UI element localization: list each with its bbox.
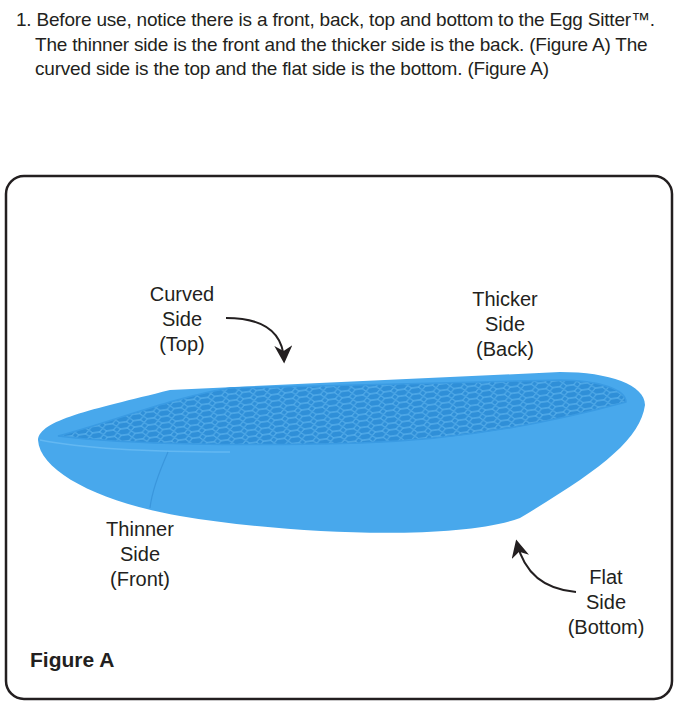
leader-arrow [517,543,576,592]
part-label-holder: Curved Side (Top) [150,282,214,357]
part-label-holder: Thinner Side (Front) [106,517,174,592]
part-label: Curved Side (Top) [150,282,214,357]
part-label-holder: Flat Side (Bottom) [568,565,645,640]
instruction-text: 1. Before use, notice there is a front, … [16,8,666,82]
cushion-top-surface [58,380,626,445]
instruction-text-holder: 1. Before use, notice there is a front, … [16,8,666,82]
figure-caption: Figure A [30,648,114,672]
part-label: Thicker Side (Back) [472,287,538,362]
part-label: Flat Side (Bottom) [568,565,645,640]
figure-caption-holder: Figure A [30,648,114,672]
cushion-rim [40,440,230,452]
cushion-seam [150,452,168,508]
leader-arrow [226,318,284,360]
figure-frame [6,176,672,699]
part-label: Thinner Side (Front) [106,517,174,592]
part-label-holder: Thicker Side (Back) [472,287,538,362]
cushion-body [38,372,645,533]
